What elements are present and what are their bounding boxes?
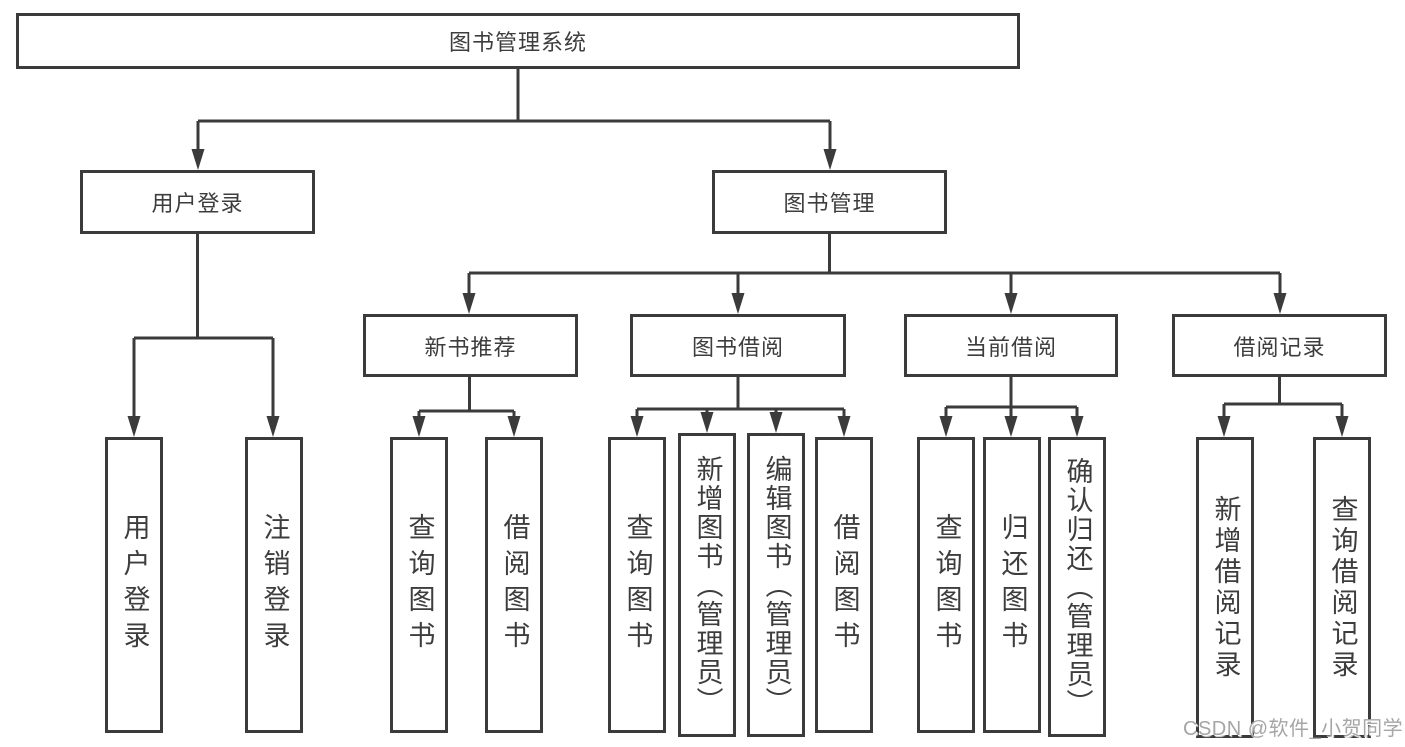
leaf-user-login: 用户登录 — [105, 437, 163, 733]
arrowhead — [1004, 416, 1018, 437]
node-label: 当前借阅 — [964, 334, 1057, 360]
node-label: 借阅记录 — [1233, 334, 1326, 360]
arrowhead — [412, 416, 426, 437]
node-label: 图书管理 — [783, 191, 876, 216]
leaf-confirm-return-admin: 确认归还（管理员） — [1048, 437, 1106, 737]
csdn-watermark: CSDN @软件_小贺同学 — [1183, 718, 1404, 740]
arrowhead — [1217, 416, 1231, 437]
connector-recommend-to-leaves — [417, 377, 516, 421]
node-label: 图书借阅 — [691, 334, 784, 360]
node-label: 借阅图书 — [499, 513, 530, 657]
arrowhead — [731, 293, 745, 314]
node-label: 借阅图书 — [829, 513, 860, 657]
node-label: 用户登录 — [119, 513, 150, 657]
arrowhead — [127, 416, 141, 437]
arrowhead — [837, 416, 851, 437]
node-label: 编辑图书（管理员） — [761, 454, 792, 716]
leaf-recommend-query-books: 查询图书 — [390, 437, 448, 733]
arrowhead — [1335, 416, 1349, 437]
connector-root-to-level2 — [196, 69, 832, 154]
node-user-login: 用户登录 — [80, 170, 315, 234]
node-label: 新增借阅记录 — [1210, 494, 1241, 681]
leaf-add-books-admin: 新增图书（管理员） — [678, 433, 736, 737]
arrowhead — [939, 416, 953, 437]
connector-records-to-leaves — [1222, 377, 1344, 421]
connector-current-to-leaves — [944, 377, 1079, 421]
node-label: 查询图书 — [931, 513, 962, 657]
arrowhead — [823, 149, 837, 170]
connector-login-to-leaves — [132, 234, 275, 420]
arrowhead — [462, 293, 476, 314]
leaf-return-books: 归还图书 — [983, 437, 1041, 733]
arrowhead — [1070, 416, 1084, 437]
node-label: 新增图书（管理员） — [692, 454, 723, 716]
node-label: 查询图书 — [404, 513, 435, 657]
arrowhead — [191, 149, 205, 170]
node-root-library-management-system: 图书管理系统 — [16, 13, 1020, 69]
arrowhead — [700, 412, 714, 433]
node-label: 图书管理系统 — [448, 30, 587, 55]
node-label: 确认归还（管理员） — [1062, 456, 1093, 718]
arrowhead — [1004, 293, 1018, 314]
arrowhead — [769, 412, 783, 433]
node-label: 查询借阅记录 — [1327, 494, 1358, 681]
node-label: 新书推荐 — [424, 334, 517, 360]
arrowhead — [266, 416, 280, 437]
leaf-add-borrow-record: 新增借阅记录 — [1196, 437, 1254, 738]
leaf-edit-books-admin: 编辑图书（管理员） — [747, 433, 805, 737]
node-book-management: 图书管理 — [712, 170, 947, 234]
leaf-current-query-books: 查询图书 — [917, 437, 975, 733]
node-label: 查询图书 — [622, 513, 653, 657]
node-current-borrowing: 当前借阅 — [904, 314, 1118, 377]
leaf-query-borrow-record: 查询借阅记录 — [1313, 437, 1371, 738]
arrowhead — [630, 416, 644, 437]
node-label: 归还图书 — [997, 513, 1028, 657]
node-book-borrowing: 图书借阅 — [630, 314, 846, 377]
leaf-recommend-borrow-books: 借阅图书 — [485, 437, 543, 733]
node-label: 用户登录 — [151, 191, 244, 216]
connector-borrow-to-leaves — [635, 377, 846, 421]
node-borrowing-records: 借阅记录 — [1172, 314, 1387, 377]
connector-mgmt-to-level3 — [467, 234, 1282, 298]
leaf-borrowing-borrow-books: 借阅图书 — [815, 437, 873, 733]
node-label: 注销登录 — [259, 513, 290, 657]
arrowhead — [1273, 293, 1287, 314]
arrowhead — [507, 416, 521, 437]
node-new-book-recommendation: 新书推荐 — [363, 314, 578, 377]
leaf-borrowing-query-books: 查询图书 — [608, 437, 666, 733]
leaf-logout: 注销登录 — [245, 437, 303, 733]
